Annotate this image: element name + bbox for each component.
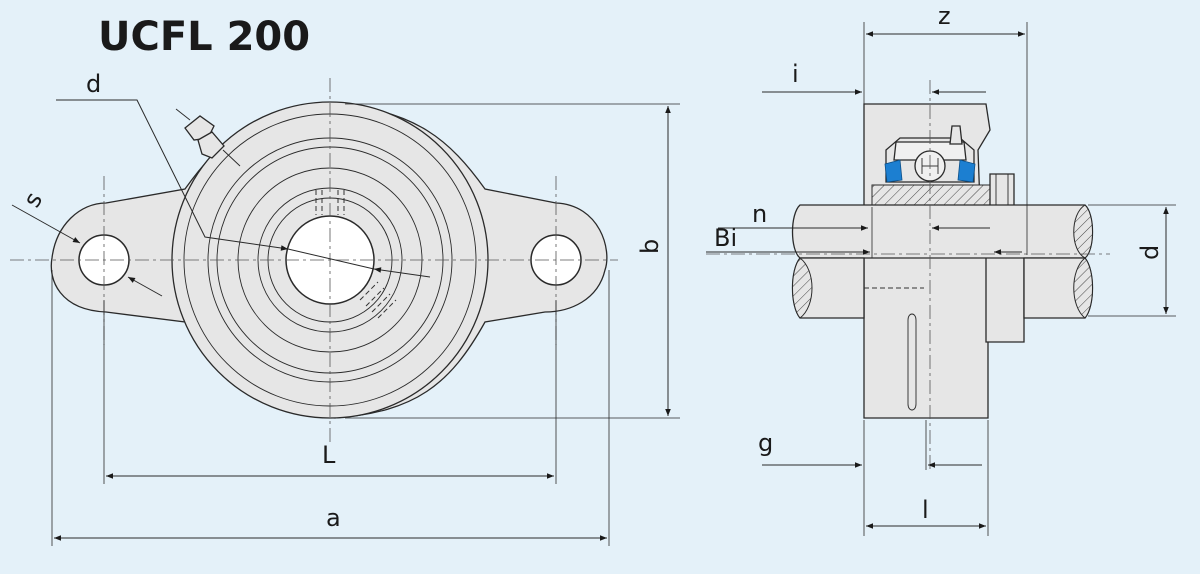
label-d-side: d [1136, 245, 1164, 260]
label-b: b [636, 239, 664, 254]
d-leader-line [56, 99, 289, 251]
label-d-front: d [86, 70, 101, 98]
housing-slot [907, 313, 917, 411]
seal-right [957, 159, 976, 183]
s-leader-arrow-right [127, 276, 163, 297]
d-diameter-line [287, 248, 375, 270]
label-z: z [938, 2, 951, 30]
label-n: n [752, 200, 767, 228]
grease-nipple [175, 108, 241, 167]
label-a: a [326, 504, 341, 532]
s-leader-line [11, 204, 81, 244]
grease-fitting-side [949, 125, 963, 145]
label-Bi: Bi [714, 224, 737, 252]
label-L: L [322, 441, 336, 469]
shaft-section-right-lower [1073, 257, 1093, 319]
label-i: i [792, 60, 799, 88]
side-view: z i n Bi d g l [706, 2, 1176, 536]
set-screw-top [315, 190, 345, 215]
shaft-section-left [792, 257, 813, 319]
front-view: d s b L a [10, 70, 680, 546]
label-g: g [758, 429, 773, 457]
flange-lip [985, 254, 1025, 343]
set-screw-angled [359, 281, 397, 319]
label-s: s [18, 187, 49, 212]
label-l: l [922, 496, 929, 524]
d-leader-arrow-right [373, 267, 431, 278]
seal-left [884, 159, 903, 183]
set-screw-side [989, 173, 1015, 207]
bearing-inner-ring-section [871, 184, 991, 208]
shaft-upper [791, 204, 1094, 259]
product-title: UCFL 200 [98, 14, 310, 60]
